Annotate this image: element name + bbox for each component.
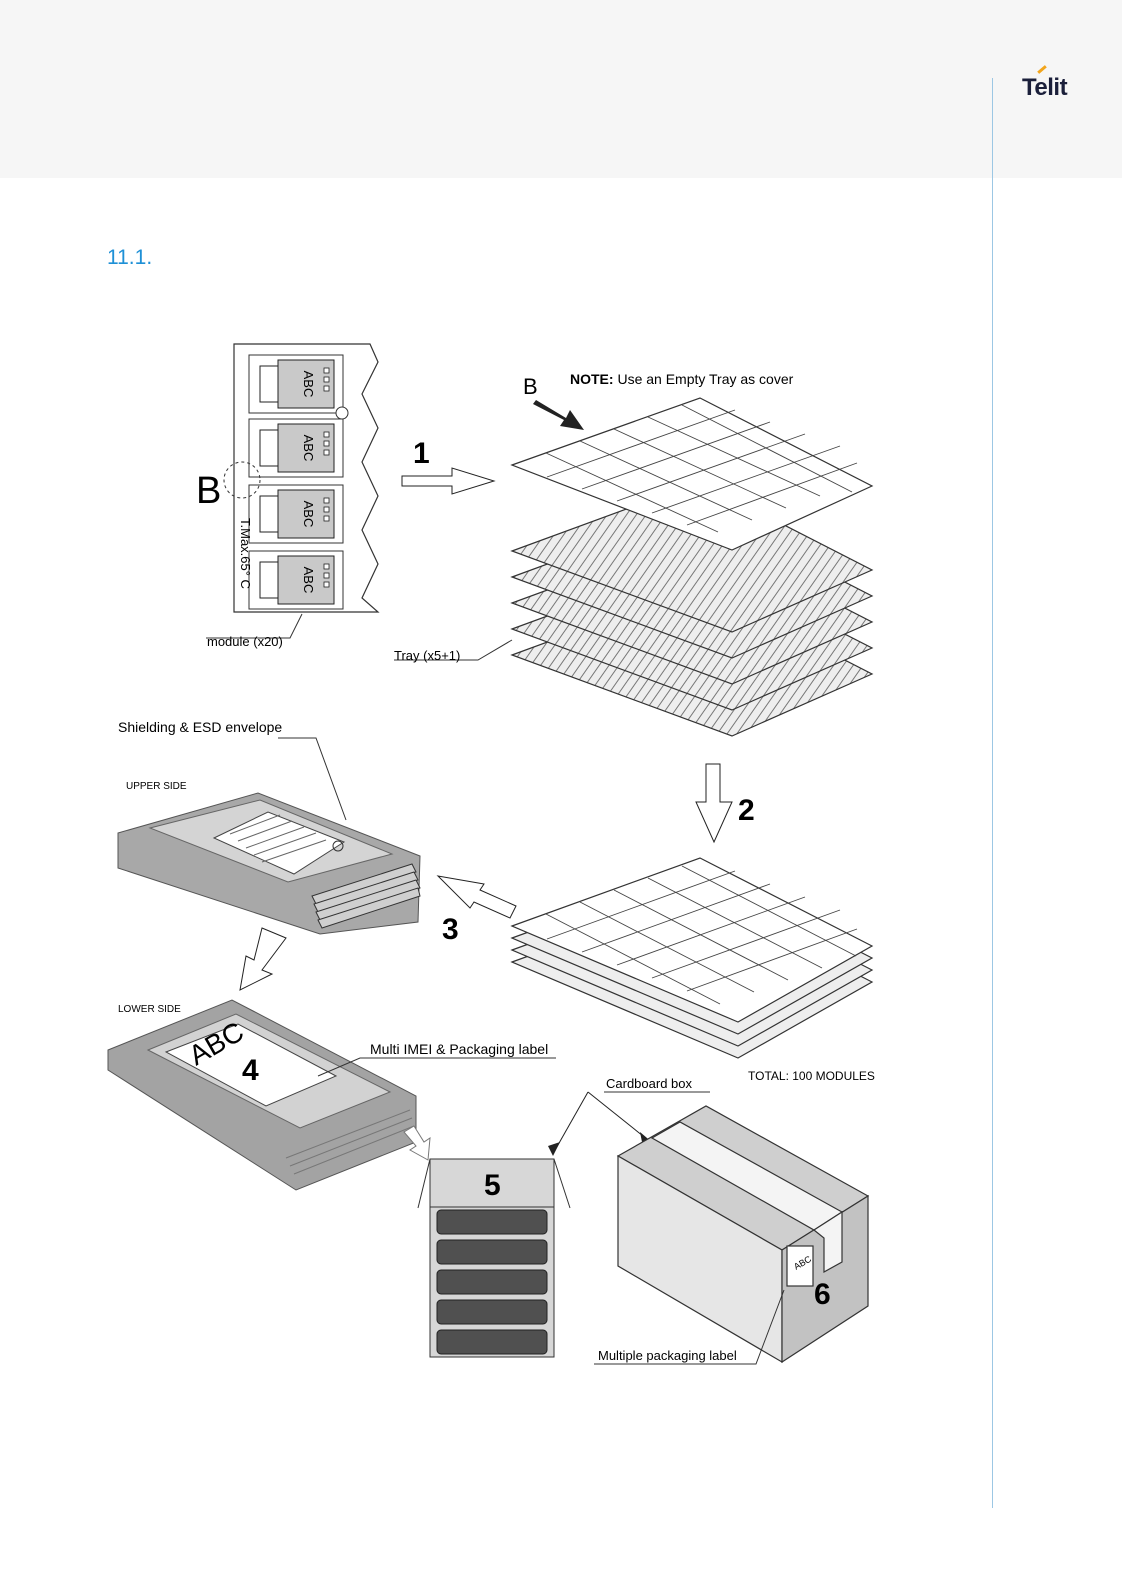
envelope-upper: Shielding & ESD envelope UPPER SIDE	[118, 719, 420, 934]
module-text: ABC	[301, 567, 316, 594]
tray-hole	[336, 407, 348, 419]
step-2-arrow: 2	[696, 764, 755, 842]
tray-stack: B NOTE: Use an Empty Tray as cover Tray …	[394, 371, 872, 736]
open-box: 5	[418, 1159, 570, 1357]
empty-tray-note: NOTE: Use an Empty Tray as cover	[570, 371, 794, 387]
temp-label: T.Max.65° C	[238, 518, 253, 589]
step-number-6: 6	[814, 1278, 831, 1311]
closed-box	[618, 1106, 868, 1362]
multi-imei-label: Multi IMEI & Packaging label	[370, 1041, 548, 1057]
lower-side-label: LOWER SIDE	[118, 1004, 181, 1015]
upper-side-label: UPPER SIDE	[126, 781, 187, 792]
step-3-arrow: 3	[438, 876, 516, 946]
multiple-packaging-label: Multiple packaging label	[598, 1348, 737, 1363]
cardboard-box-label: Cardboard box	[606, 1076, 692, 1091]
tray-detail: ABC ABC ABC ABC B T.Max.65° C module (x2…	[196, 344, 378, 649]
stacked-trays	[512, 398, 872, 736]
module-text: ABC	[301, 371, 316, 398]
envelope-title: Shielding & ESD envelope	[118, 719, 282, 735]
step-number-2: 2	[738, 794, 755, 827]
note-text: Use an Empty Tray as cover	[614, 371, 794, 387]
module-text: ABC	[301, 501, 316, 528]
note-bold: NOTE:	[570, 371, 614, 387]
tray-label: Tray (x5+1)	[394, 648, 460, 663]
module-label: module (x20)	[207, 634, 283, 649]
step-4-arrow	[240, 928, 286, 990]
step-number-4: 4	[242, 1054, 259, 1087]
step-number-1: 1	[413, 437, 430, 470]
stacked-envelopes	[437, 1210, 547, 1354]
step-number-3: 3	[442, 913, 459, 946]
callout-b-stack: B	[523, 374, 538, 399]
step-number-5: 5	[484, 1169, 501, 1202]
callout-b: B	[196, 470, 221, 512]
step-1-arrow: 1	[402, 437, 494, 494]
module-text: ABC	[301, 435, 316, 462]
tray-stack-complete	[512, 858, 872, 1058]
total-modules: TOTAL: 100 MODULES	[748, 1069, 875, 1083]
